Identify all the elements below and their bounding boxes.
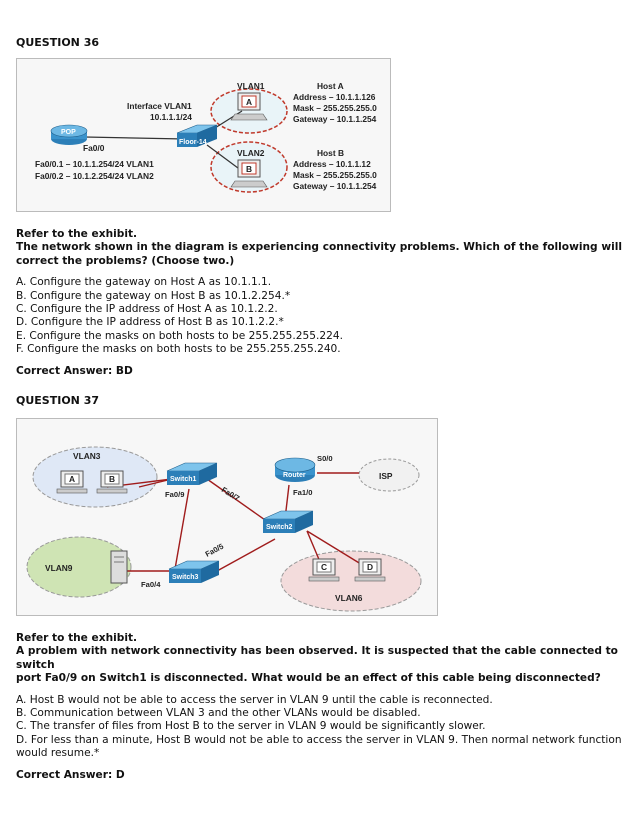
q36-option-f: F. Configure the masks on both hosts to …: [16, 343, 341, 356]
q36-option-c: C. Configure the IP address of Host A as…: [16, 303, 278, 316]
interface-ip: 10.1.1.1/24: [150, 112, 192, 122]
fa10-label: Fa1/0: [293, 488, 312, 497]
host-a-mask: Mask – 255.255.255.0: [293, 103, 377, 113]
host-a-address: Address – 10.1.1.126: [293, 92, 376, 102]
host-d-computer-icon: D: [354, 558, 386, 582]
vlan1-area: [210, 88, 288, 134]
q37-option-b: B. Communication between VLAN 3 and the …: [16, 707, 421, 720]
q36-option-a: A. Configure the gateway on Host A as 10…: [16, 276, 272, 289]
host-b-mask: Mask – 255.255.255.0: [293, 170, 377, 180]
vlan1-label: VLAN1: [237, 81, 265, 91]
fa09-label: Fa0/9: [165, 490, 184, 499]
host-a-computer-icon: A: [56, 470, 88, 494]
switch2-icon: Switch2: [262, 510, 314, 533]
q36-question-line-2: correct the problems? (Choose two.): [16, 254, 235, 267]
q36-option-e: E. Configure the masks on both hosts to …: [16, 329, 343, 342]
pop-label: POP: [61, 129, 76, 136]
q37-option-d-continued: would resume.*: [16, 747, 100, 760]
q36-option-d: D. Configure the IP address of Host B as…: [16, 316, 284, 329]
host-a-letter: A: [246, 97, 252, 107]
q37-option-d: D. For less than a minute, Host B would …: [16, 733, 622, 746]
fa04-label: Fa0/4: [141, 580, 161, 589]
host-b-letter: B: [109, 474, 115, 484]
isp-label: ISP: [379, 471, 393, 481]
vlan3-label: VLAN3: [73, 451, 101, 461]
q37-intro: Refer to the exhibit.: [16, 632, 138, 644]
vlan9-label: VLAN9: [45, 563, 73, 573]
q36-correct-answer: Correct Answer: BD: [16, 364, 133, 377]
host-a-letter: A: [69, 474, 75, 484]
fa00-label: Fa0/0: [83, 143, 105, 153]
server-icon: [110, 550, 128, 584]
question-37-exhibit: Router Switch1 Switch2 Switch3 A: [16, 418, 438, 616]
host-b-address: Address – 10.1.1.12: [293, 159, 371, 169]
floor-label: Floor-14: [179, 139, 207, 146]
q37-correct-answer: Correct Answer: D: [16, 768, 125, 781]
vlan2-label: VLAN2: [237, 148, 265, 158]
q37-question-line-2: port Fa0/9 on Switch1 is disconnected. W…: [16, 672, 601, 685]
s00-label: S0/0: [317, 454, 333, 463]
q37-question-line-1: A problem with network connectivity has …: [16, 645, 618, 671]
question-37-title: QUESTION 37: [16, 394, 100, 407]
fa07-label: Fa0/7: [220, 485, 241, 503]
question-36-exhibit: POP Fa0/0 Floor-14 Interface VLAN1 10.1.…: [16, 58, 391, 212]
q36-question-line-1: The network shown in the diagram is expe…: [16, 241, 623, 254]
switch1-label: Switch1: [170, 476, 197, 483]
host-c-letter: C: [321, 562, 327, 572]
host-b-gateway: Gateway – 10.1.1.254: [293, 181, 377, 191]
host-d-letter: D: [367, 562, 373, 572]
question-36-body: Refer to the exhibit. The network shown …: [16, 228, 628, 378]
host-a-computer-icon: A: [230, 92, 268, 121]
question-37-body: Refer to the exhibit. A problem with net…: [16, 632, 628, 782]
switch3-icon: Switch3: [168, 560, 220, 583]
host-c-computer-icon: C: [308, 558, 340, 582]
isp-cloud: [358, 458, 420, 492]
vlan6-label: VLAN6: [335, 593, 363, 603]
host-b-letter: B: [246, 164, 252, 174]
network-diagram-36: POP Fa0/0 Floor-14 Interface VLAN1 10.1.…: [35, 81, 377, 193]
router-icon: Router: [274, 457, 316, 482]
vlan9-area: [26, 536, 132, 598]
subinterface-1: Fa0/0.1 – 10.1.1.254/24 VLAN1: [35, 159, 154, 169]
switch1-icon: Switch1: [166, 462, 218, 485]
switch-icon: Floor-14: [176, 124, 218, 147]
switch3-label: Switch3: [172, 574, 199, 581]
q36-intro: Refer to the exhibit.: [16, 228, 138, 240]
switch2-label: Switch2: [266, 524, 293, 531]
host-b-computer-icon: B: [96, 470, 128, 494]
q37-option-a: A. Host B would not be able to access th…: [16, 693, 493, 706]
question-36-title: QUESTION 36: [16, 36, 100, 49]
router-label: Router: [283, 472, 306, 479]
q36-option-b: B. Configure the gateway on Host B as 10…: [16, 289, 291, 302]
router-icon: POP: [50, 124, 88, 145]
host-a-gateway: Gateway – 10.1.1.254: [293, 114, 377, 124]
interface-title: Interface VLAN1: [127, 101, 192, 111]
fa05-label: Fa0/5: [204, 541, 226, 558]
subinterface-2: Fa0/0.2 – 10.1.2.254/24 VLAN2: [35, 171, 154, 181]
host-a-title: Host A: [317, 81, 344, 91]
network-diagram-37: Router Switch1 Switch2 Switch3 A: [26, 446, 422, 612]
host-b-title: Host B: [317, 148, 344, 158]
host-b-computer-icon: B: [230, 159, 268, 188]
q37-option-c: C. The transfer of files from Host B to …: [16, 720, 486, 733]
